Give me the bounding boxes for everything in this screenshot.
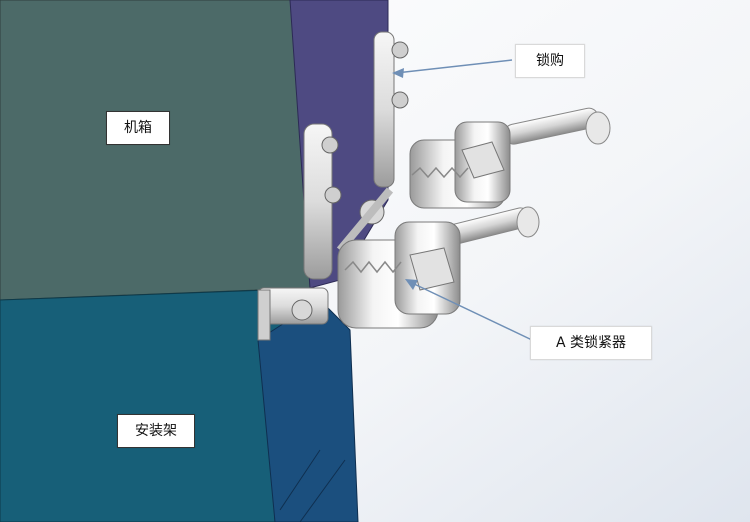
lock-bracket-upper	[373, 31, 395, 188]
mount-edge	[299, 459, 346, 522]
tensioner-arrowhead	[405, 279, 418, 290]
lock-label: 锁购	[515, 44, 585, 78]
hinge-bracket-arm	[257, 289, 271, 341]
mount-side-face	[257, 299, 359, 522]
tensioner-leader-line	[409, 281, 533, 341]
pivot-link	[336, 187, 394, 253]
lock-arrowhead	[392, 68, 404, 78]
bracket-bolt	[391, 41, 409, 59]
lock-leader-line	[395, 59, 513, 74]
tensioner-upper	[409, 107, 611, 209]
cabinet-front-face	[0, 0, 311, 301]
mount-edge	[279, 449, 321, 511]
tensioner-label: A 类锁紧器	[530, 326, 652, 360]
bracket-bolt	[391, 91, 409, 109]
bracket-bolt	[321, 136, 339, 154]
bracket-bolt	[324, 186, 342, 204]
cabinet-label: 机箱	[106, 111, 170, 145]
tensioner-lower	[337, 206, 540, 329]
hinge-bolt	[291, 299, 313, 321]
mount-label: 安装架	[117, 414, 195, 448]
